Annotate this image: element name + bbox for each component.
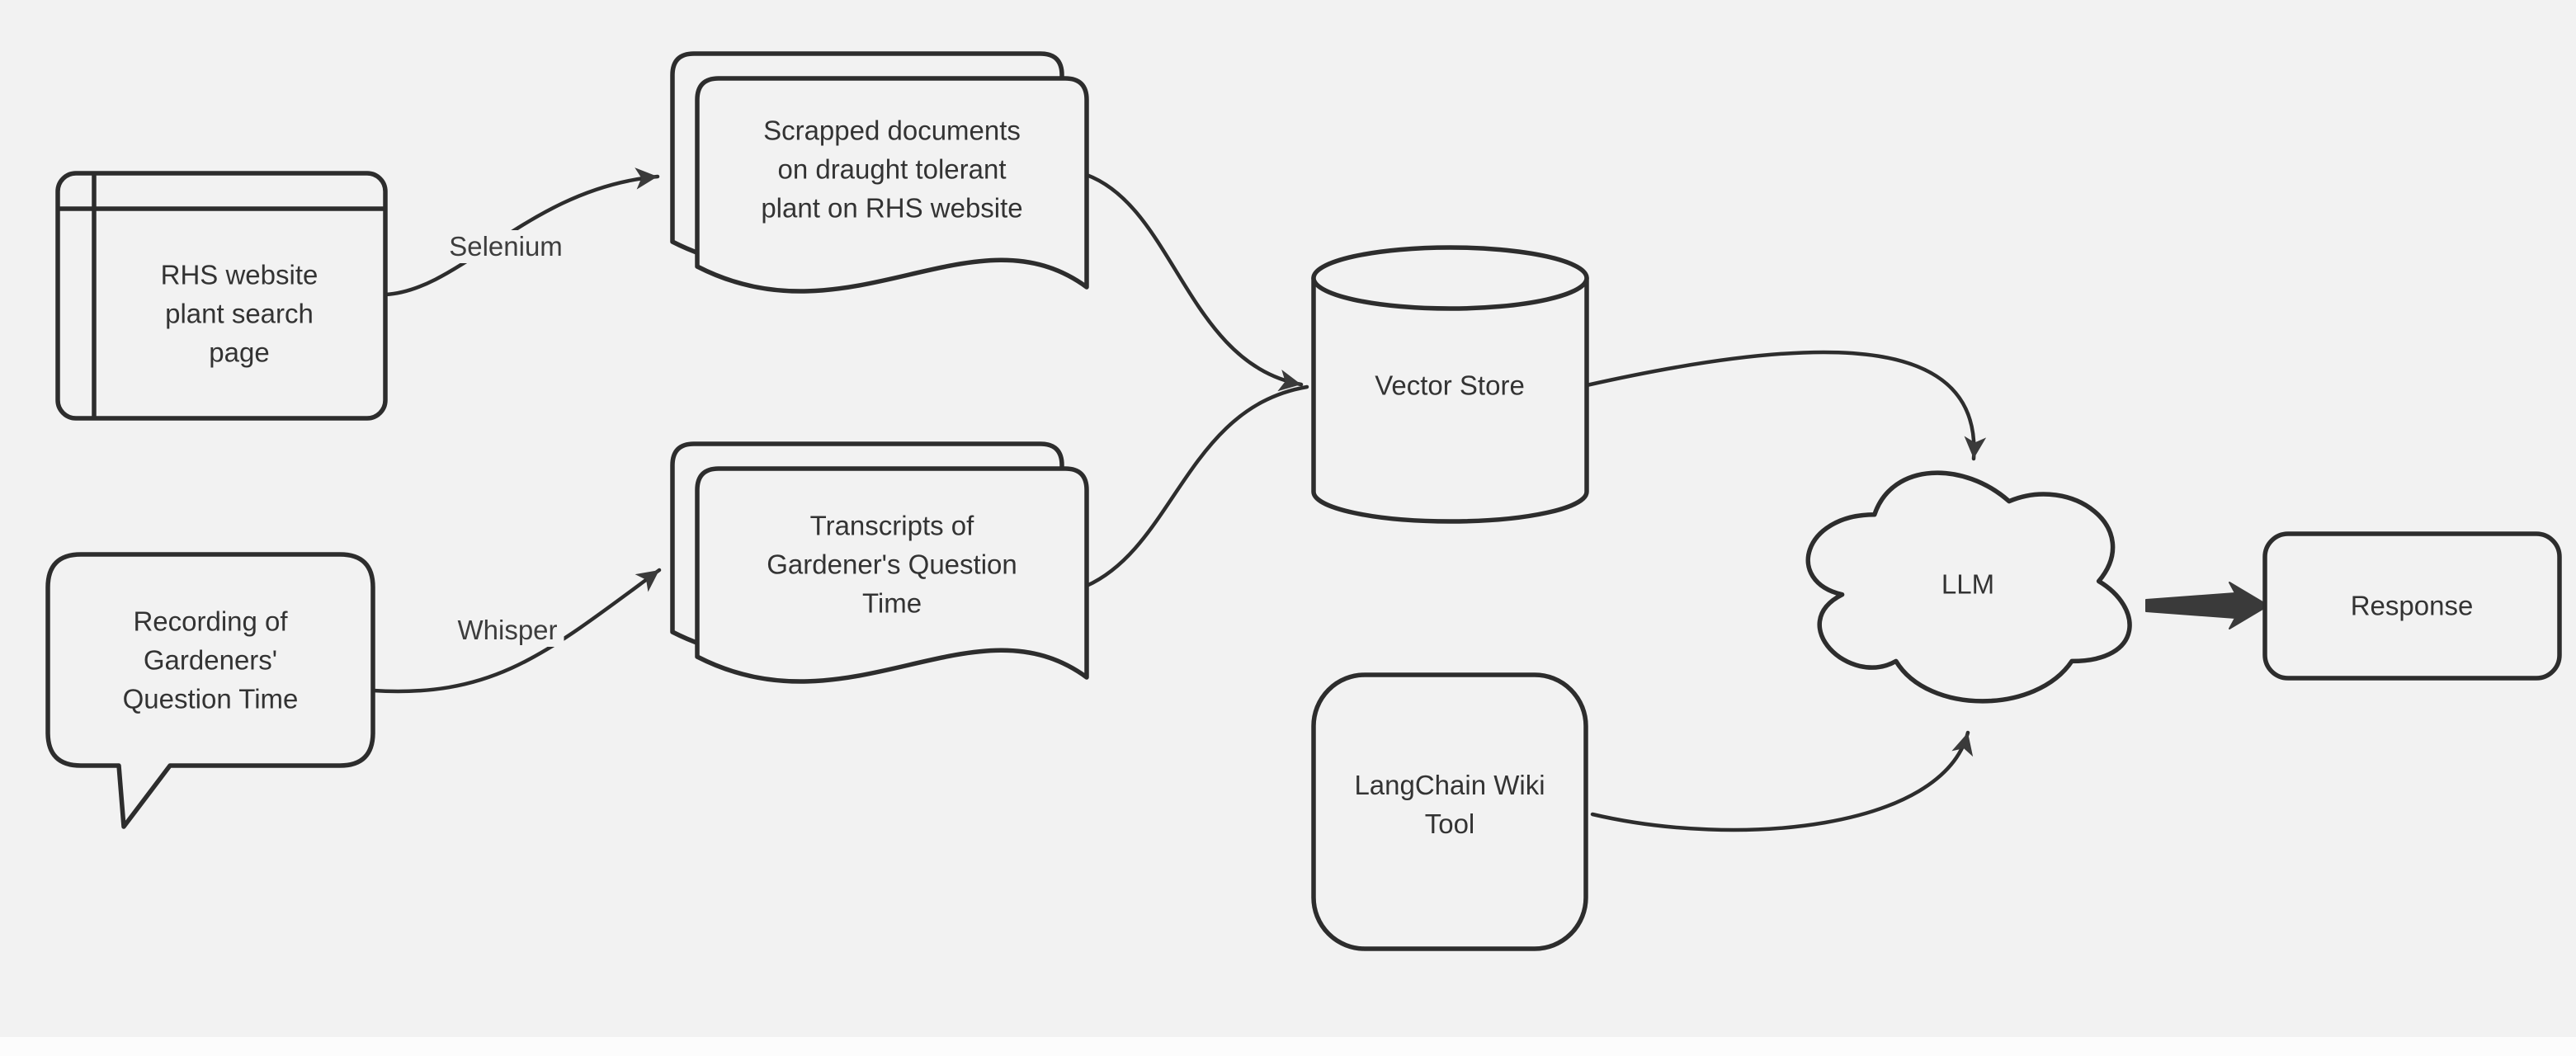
recording-label-line2: Gardeners' xyxy=(143,644,278,676)
scrapped-docs-label: Scrapped documents on draught tolerant p… xyxy=(761,111,1022,228)
llm-node xyxy=(1805,470,2132,704)
rhs-website-label-line3: page xyxy=(209,337,270,368)
rhs-website-label-line1: RHS website xyxy=(160,259,318,290)
recording-label: Recording of Gardeners' Question Time xyxy=(123,602,299,719)
docs-to-vector-edge xyxy=(1084,172,1304,392)
scrapped-docs-label-line2: on draught tolerant xyxy=(777,153,1007,185)
response-label: Response xyxy=(2350,590,2474,621)
canvas-bottom-edge xyxy=(0,1037,2576,1056)
rhs-website-label: RHS website plant search page xyxy=(161,256,318,372)
langchain-tool-label: LangChain Wiki Tool xyxy=(1354,766,1545,843)
llm-to-response-arrow xyxy=(2145,582,2269,629)
vector-to-llm-edge xyxy=(1584,350,1987,461)
recording-label-line3: Question Time xyxy=(122,683,299,714)
vector-store-top xyxy=(1311,245,1589,311)
scrapped-docs-front-page xyxy=(695,76,1089,294)
recording-node xyxy=(45,552,375,829)
selenium-edge-label: Selenium xyxy=(442,230,569,263)
whisper-edge xyxy=(370,568,662,694)
langchain-tool-label-line1: LangChain Wiki xyxy=(1354,770,1545,800)
response-node xyxy=(2262,531,2562,681)
scrapped-docs-label-line1: Scrapped documents xyxy=(763,115,1021,146)
langchain-to-llm-edge xyxy=(1590,730,1974,832)
transcripts-label: Transcripts of Gardener's Question Time xyxy=(767,507,1017,623)
transcripts-to-vector-edge xyxy=(1084,384,1309,588)
vector-store-body xyxy=(1311,276,1589,524)
vector-store-label: Vector Store xyxy=(1375,370,1525,401)
scrapped-docs-node xyxy=(670,51,1089,294)
transcripts-label-line1: Transcripts of xyxy=(809,510,974,541)
whisper-edge-label: Whisper xyxy=(451,614,564,647)
llm-label: LLM xyxy=(1941,568,1995,600)
transcripts-label-line3: Time xyxy=(861,587,922,619)
transcripts-front-page xyxy=(695,466,1089,684)
transcripts-node xyxy=(670,441,1089,684)
rhs-website-label-line2: plant search xyxy=(165,298,314,329)
rhs-website-node xyxy=(55,171,388,421)
transcripts-label-line2: Gardener's Question xyxy=(767,549,1017,580)
langchain-tool-node xyxy=(1311,672,1588,951)
langchain-tool-label-line2: Tool xyxy=(1424,808,1475,839)
vector-store-node xyxy=(1311,245,1589,524)
scrapped-docs-label-line3: plant on RHS website xyxy=(761,192,1023,224)
recording-label-line1: Recording of xyxy=(133,606,288,637)
